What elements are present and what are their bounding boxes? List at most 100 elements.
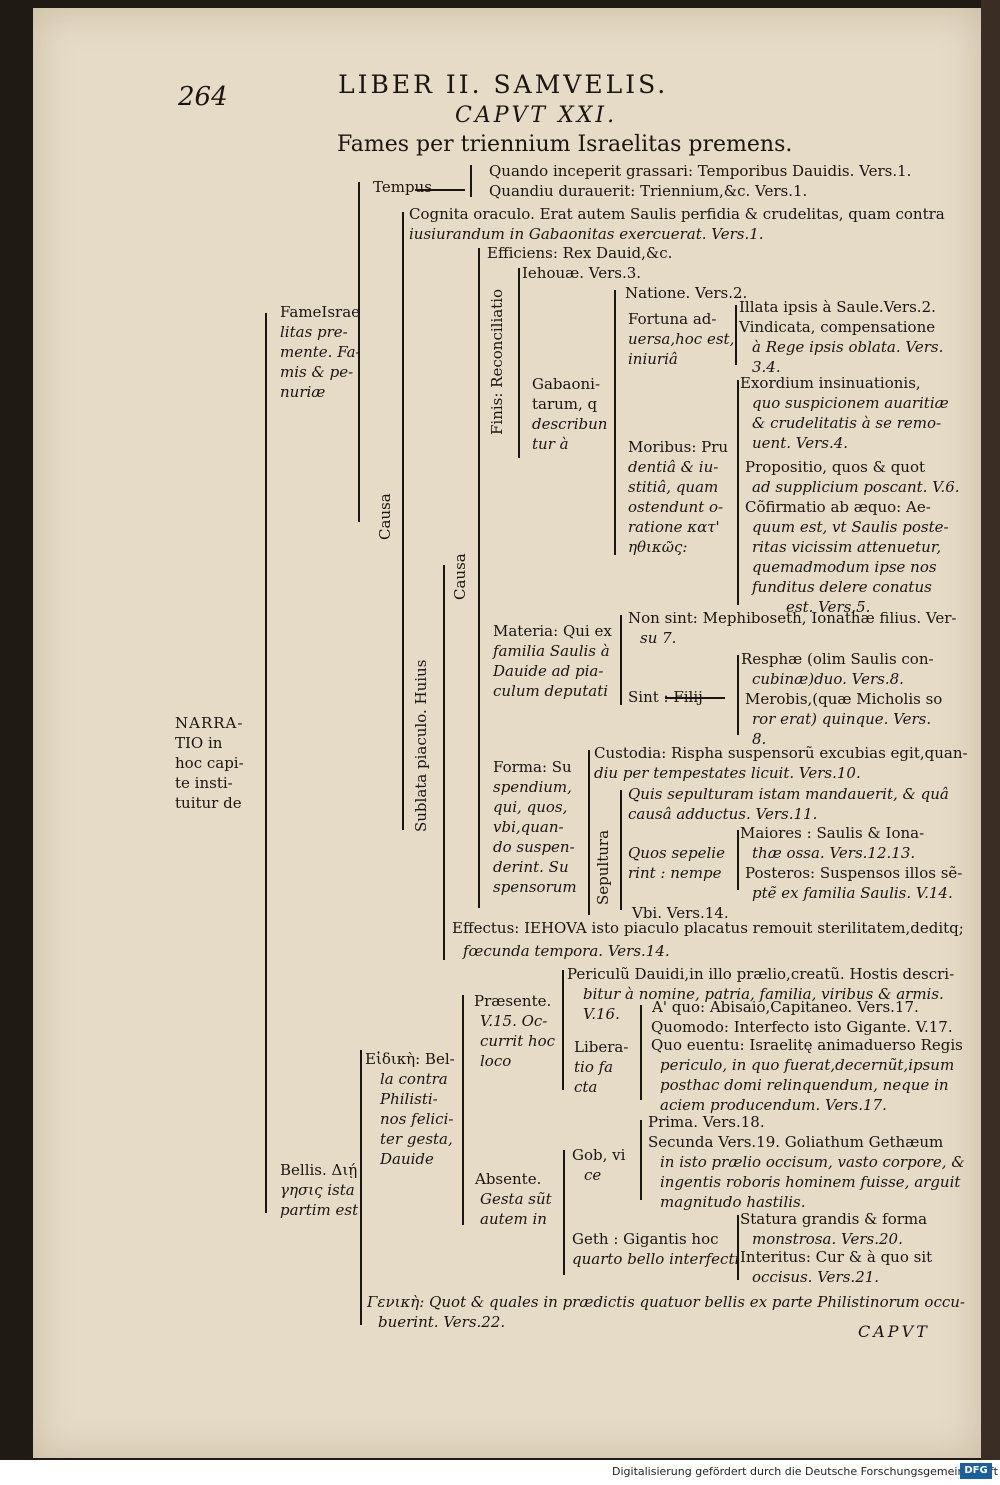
text-line: partim est xyxy=(280,1201,359,1219)
text-line: Quos sepelie xyxy=(628,844,725,862)
text-line: 8. xyxy=(752,730,767,748)
text-line: Quandiu durauerit: Triennium,&c. Vers.1. xyxy=(489,182,808,200)
text-line: Gabaoni- xyxy=(532,375,601,393)
text-line: autem in xyxy=(480,1210,547,1228)
text-line: quum est, vt Saulis poste- xyxy=(752,518,949,536)
text-line: Dauide xyxy=(380,1150,434,1168)
vertical-label: Causa xyxy=(376,493,394,540)
text-line: NARRA- xyxy=(175,714,244,732)
bracket-line xyxy=(265,313,267,1213)
text-line: periculo, in quo fuerat,decernũt,ipsum xyxy=(660,1056,955,1074)
text-line: derint. Su xyxy=(493,858,569,876)
text-line: do suspen- xyxy=(493,838,575,856)
text-line: Præsente. xyxy=(474,992,552,1010)
text-line: Vindicata, compensatione xyxy=(739,318,936,336)
bracket-line xyxy=(737,655,739,735)
text-line: Cognita oraculo. Erat autem Saulis perfi… xyxy=(409,205,945,223)
text-line: Gesta sũt xyxy=(480,1190,552,1208)
text-line: Materia: Qui ex xyxy=(493,622,612,640)
text-line: Quando inceperit grassari: Temporibus Da… xyxy=(489,162,912,180)
text-line: quarto bello interfecti xyxy=(572,1250,740,1268)
text-line: Efficiens: Rex Dauid,&c. xyxy=(487,244,673,262)
text-line: buerint. Vers.22. xyxy=(378,1313,506,1331)
text-line: aciem producendum. Vers.17. xyxy=(660,1096,887,1114)
text-line: ad supplicium poscant. V.6. xyxy=(752,478,960,496)
dfg-logo: DFG xyxy=(960,1463,992,1479)
bracket-line xyxy=(614,290,616,555)
text-line: ingentis roboris hominem fuisse, arguit xyxy=(660,1173,961,1191)
text-line: Effectus: IEHOVA isto piaculo placatus r… xyxy=(452,919,964,937)
text-line: loco xyxy=(480,1052,512,1070)
text-line: spendium, xyxy=(493,778,572,796)
text-line: Merobis,(quæ Micholis so xyxy=(745,690,943,708)
text-line: quo suspicionem auaritiæ xyxy=(752,394,949,412)
text-line: la contra xyxy=(380,1070,448,1088)
text-line: Illata ipsis à Saule.Vers.2. xyxy=(739,298,936,316)
bracket-line xyxy=(665,697,725,699)
text-line: culum deputati xyxy=(493,682,609,700)
bracket-line xyxy=(562,970,564,1090)
bracket-line xyxy=(737,1215,739,1280)
vertical-label: Causa xyxy=(451,553,469,600)
text-line: mente. Fa- xyxy=(280,343,361,361)
text-line: uent. Vers.4. xyxy=(752,434,849,452)
bracket-line xyxy=(735,305,737,365)
text-line: uersa,hoc est, xyxy=(628,330,735,348)
bracket-line xyxy=(415,189,465,191)
text-line: bitur à nomine, patria, familia, viribus… xyxy=(583,985,944,1003)
book-edge xyxy=(981,0,1000,1460)
text-line: mis & pe- xyxy=(280,363,354,381)
text-line: vbi,quan- xyxy=(493,818,564,836)
text-line: Propositio, quos & quot xyxy=(745,458,926,476)
text-line: V.15. Oc- xyxy=(480,1012,548,1030)
text-line: Fortuna ad- xyxy=(628,310,717,328)
text-line: Natione. Vers.2. xyxy=(625,284,748,302)
text-line: te insti- xyxy=(175,774,233,792)
text-line: qui, quos, xyxy=(493,798,568,816)
text-line: litas pre- xyxy=(280,323,348,341)
text-line: Gob, vi xyxy=(572,1146,626,1164)
text-line: spensorum xyxy=(493,878,577,896)
text-line: Γενικὴ: Quot & quales in prædictis quatu… xyxy=(367,1293,965,1311)
bracket-line xyxy=(563,1150,565,1275)
text-line: Moribus: Pru xyxy=(628,438,729,456)
text-line: diu per tempestates licuit. Vers.10. xyxy=(594,764,861,782)
bracket-line xyxy=(402,212,404,830)
text-line: Eἰδικὴ: Bel- xyxy=(365,1050,455,1068)
text-line: & crudelitatis à se remo- xyxy=(752,414,942,432)
text-line: iniuriâ xyxy=(628,350,678,368)
text-line: Cõfirmatio ab æquo: Ae- xyxy=(745,498,931,516)
text-line: ritas vicissim attenuetur, xyxy=(752,538,942,556)
text-line: Interitus: Cur & à quo sit xyxy=(740,1248,933,1266)
text-line: in isto prælio occisum, vasto corpore, & xyxy=(660,1153,965,1171)
text-line: ce xyxy=(584,1166,602,1184)
bracket-line xyxy=(640,1120,642,1200)
text-line: Periculũ Dauidi,in illo prælio,creatũ. H… xyxy=(567,965,955,983)
text-line: Non sint: Mephiboseth, Ionathæ filius. V… xyxy=(628,609,957,627)
text-line: Libera- xyxy=(574,1038,629,1056)
bracket-line xyxy=(462,995,464,1225)
text-line: est. Vers.5. xyxy=(786,598,871,616)
text-line: FameIsrae xyxy=(280,303,361,321)
bracket-line xyxy=(518,268,520,458)
text-line: Dauide ad pia- xyxy=(493,662,604,680)
text-line: à Rege ipsis oblata. Vers. xyxy=(752,338,944,356)
text-line: describun xyxy=(532,415,608,433)
bracket-line xyxy=(737,830,739,890)
text-line: 3.4. xyxy=(752,358,781,376)
bracket-line xyxy=(620,790,622,910)
page-title: Fames per triennium Israelitas premens. xyxy=(337,132,793,157)
text-line: Exordium insinuationis, xyxy=(740,374,921,392)
text-line: ror erat) quinque. Vers. xyxy=(752,710,932,728)
bracket-line xyxy=(478,248,480,908)
text-line: Custodia: Rispha suspensorũ excubias egi… xyxy=(594,744,968,762)
text-line: ηθικῶς: xyxy=(628,538,688,556)
book-page xyxy=(33,8,981,1458)
text-line: familia Saulis à xyxy=(493,642,610,660)
bracket-line xyxy=(588,750,590,915)
text-line: Posteros: Suspensos illos sẽ- xyxy=(745,864,963,882)
text-line: Absente. xyxy=(475,1170,542,1188)
text-line: cubinæ)duo. Vers.8. xyxy=(752,670,904,688)
text-line: magnitudo hastilis. xyxy=(660,1193,806,1211)
text-line: Philisti- xyxy=(380,1090,438,1108)
